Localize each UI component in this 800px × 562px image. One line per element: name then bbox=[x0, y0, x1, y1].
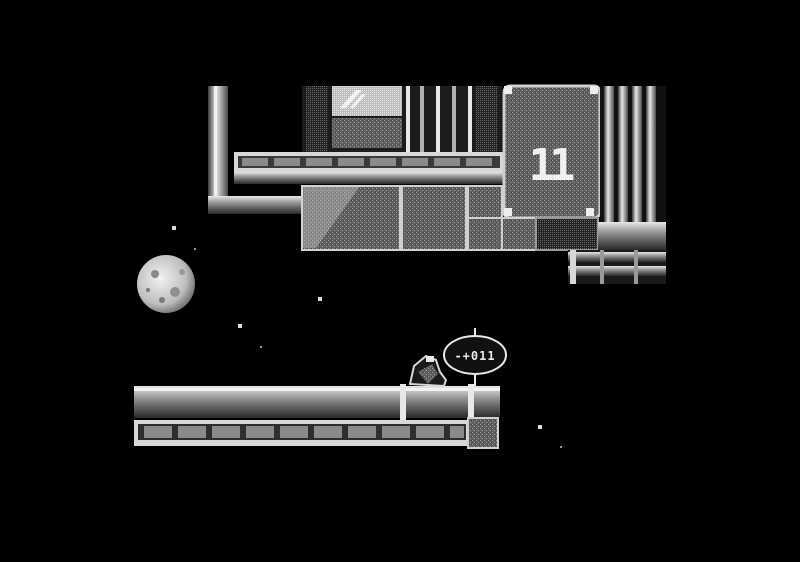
walkway-pipe bbox=[134, 386, 500, 418]
moon bbox=[137, 255, 195, 313]
star bbox=[560, 446, 562, 448]
starfield bbox=[172, 226, 562, 448]
station-window bbox=[332, 118, 402, 148]
star bbox=[172, 226, 176, 230]
speech-bubble: -+011 bbox=[443, 328, 507, 386]
star bbox=[318, 297, 322, 301]
space-station: 11 bbox=[208, 84, 666, 284]
station-hull-panel bbox=[467, 217, 503, 251]
star bbox=[194, 248, 196, 250]
star bbox=[260, 346, 262, 348]
walkway-platform bbox=[134, 384, 500, 449]
station-pipe-vertical bbox=[208, 86, 228, 204]
star bbox=[538, 425, 542, 429]
station-hull-panel bbox=[535, 217, 599, 251]
walkway-end-cap bbox=[467, 417, 499, 449]
station-hull-panel bbox=[501, 217, 537, 251]
station-pipe-block bbox=[598, 222, 666, 250]
station-hull-panel bbox=[301, 185, 401, 251]
star bbox=[238, 324, 242, 328]
speech-bubble-text: -+011 bbox=[454, 349, 495, 363]
station-hull-panel bbox=[467, 185, 503, 219]
station-hull-panel bbox=[401, 185, 467, 251]
player-character bbox=[408, 354, 448, 388]
door-marking: 11 bbox=[529, 140, 574, 191]
station-pipe-horizontal bbox=[208, 196, 304, 214]
